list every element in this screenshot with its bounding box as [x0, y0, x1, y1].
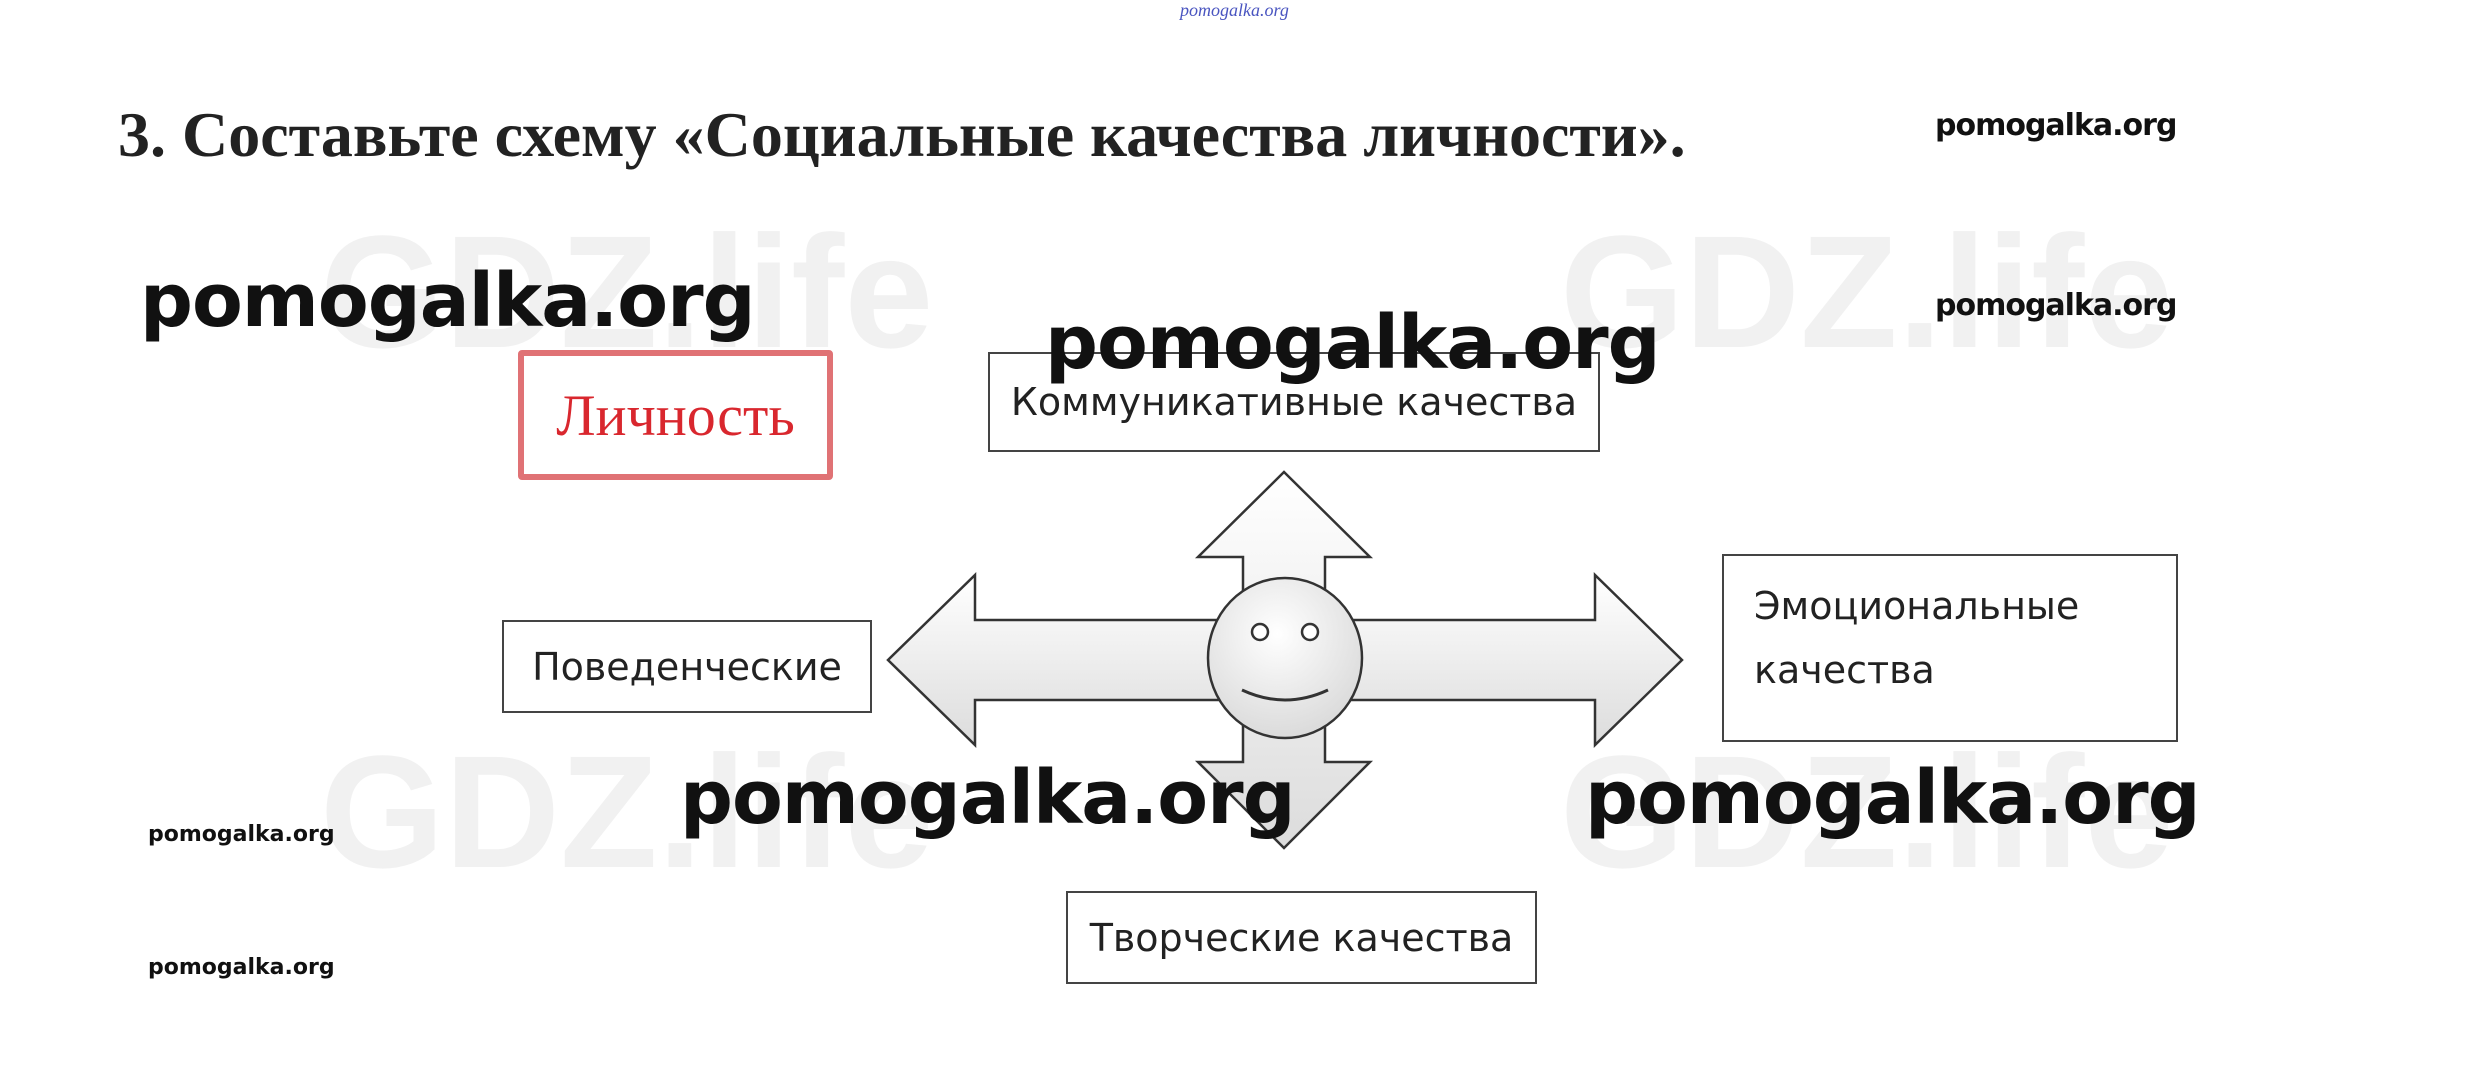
faint-watermark: GDZ.life — [1560, 202, 2174, 381]
box-label: Коммуникативные качества — [1010, 380, 1578, 424]
box-label-line: качества — [1754, 648, 1935, 692]
watermark-large: pomogalka.org — [1045, 300, 1661, 386]
watermark-large: pomogalka.org — [140, 258, 756, 344]
watermark-large: pomogalka.org — [680, 755, 1296, 841]
box-label: Поведенческие — [532, 644, 842, 689]
behavioral-box: Поведенческие — [502, 620, 872, 713]
watermark-small: pomogalka.org — [1935, 288, 2177, 323]
watermark-large: pomogalka.org — [1585, 755, 2201, 841]
four-way-arrow — [886, 470, 1684, 850]
site-link[interactable]: pomogalka.org — [1180, 0, 1289, 20]
emotional-qualities-box: Эмоциональные качества — [1722, 554, 2178, 742]
communicative-qualities-box: Коммуникативные качества — [988, 352, 1600, 452]
smiley-face-icon — [1206, 576, 1364, 740]
watermark-small: pomogalka.org — [1935, 108, 2177, 143]
center-label: Личность — [556, 382, 795, 448]
faint-watermark: GDZ.life — [1560, 722, 2174, 901]
watermark-small: pomogalka.org — [148, 955, 335, 980]
watermark-small: pomogalka.org — [148, 822, 335, 847]
creative-qualities-box: Творческие качества — [1066, 891, 1537, 984]
center-label-box: Личность — [518, 350, 833, 480]
task-title: 3. Составьте схему «Социальные качества … — [118, 99, 1686, 170]
box-label-line: Эмоциональные — [1754, 584, 2080, 628]
faint-watermark: GDZ.life — [320, 722, 934, 901]
box-label: Творческие качества — [1089, 915, 1514, 960]
